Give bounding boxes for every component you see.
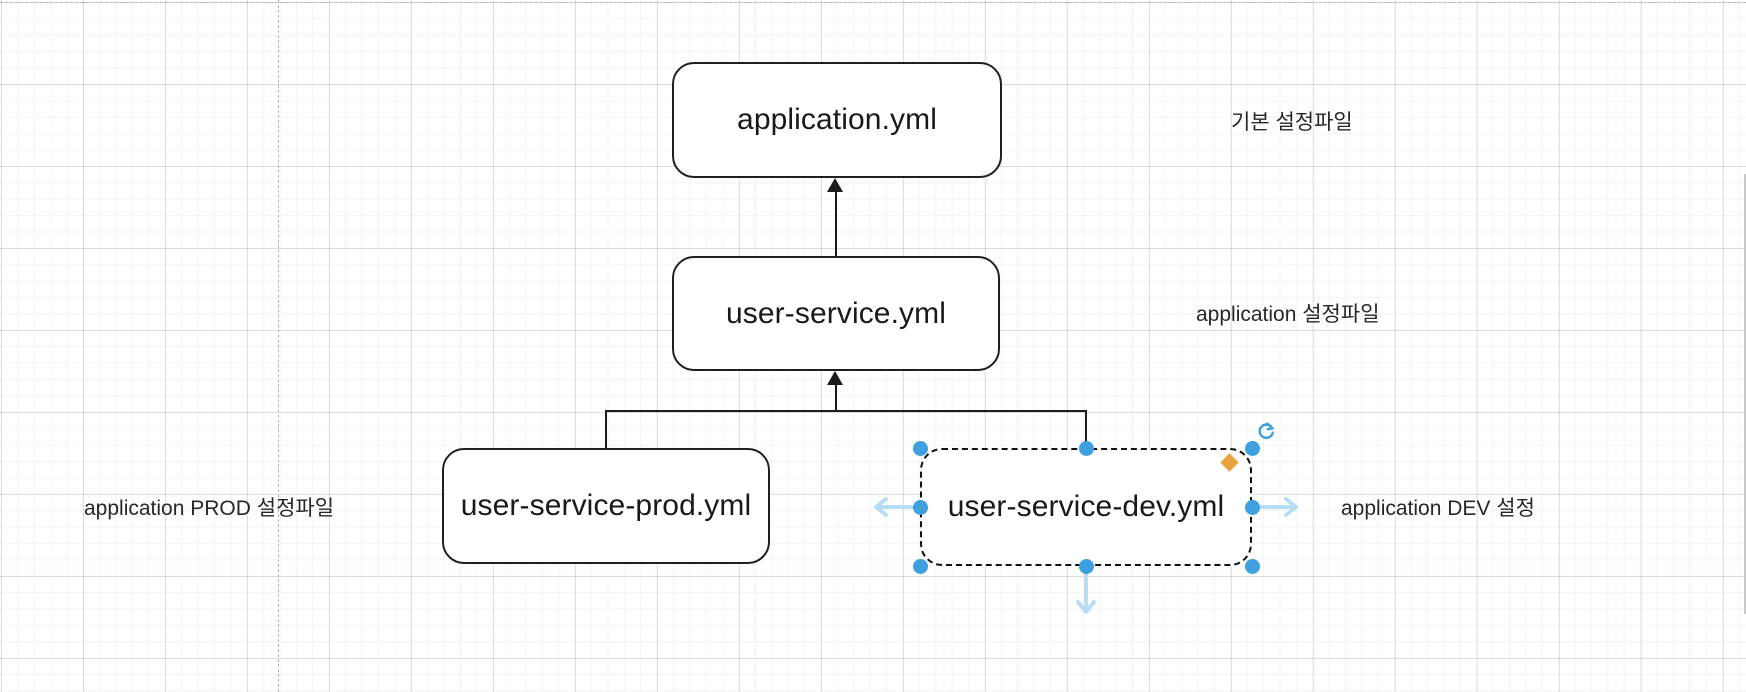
resize-handle-bottom-left[interactable] [912,558,928,574]
edge-prod-to-bus[interactable] [605,410,608,448]
edge-userservice-to-application[interactable] [835,192,838,256]
edge-horizontal-bus[interactable] [605,410,1087,413]
node-user-service-dev-yml[interactable]: user-service-dev.yml [920,448,1252,566]
rotate-icon[interactable] [1256,421,1276,441]
node-user-service-prod-yml[interactable]: user-service-prod.yml [442,448,770,564]
direction-arrow-down[interactable] [1073,572,1099,616]
resize-handle-top-right[interactable] [1244,440,1260,456]
arrowhead-to-userservice [826,371,843,385]
node-user-service-yml-label: user-service.yml [726,296,946,330]
arrowhead-to-application [826,178,843,192]
annotation-dev-config: application DEV 설정 [1341,497,1535,520]
resize-handle-bottom-right[interactable] [1244,558,1260,574]
resize-handle-top-left[interactable] [912,440,928,456]
direction-arrow-right[interactable] [1256,494,1300,520]
node-user-service-prod-yml-label: user-service-prod.yml [460,489,752,522]
node-user-service-yml[interactable]: user-service.yml [672,256,1000,371]
edge-dev-to-bus[interactable] [1085,410,1088,448]
page-boundary-guide-horizontal [0,2,1746,3]
page-boundary-guide-vertical [278,0,279,692]
annotation-basic-config: 기본 설정파일 [1231,111,1353,134]
resize-handle-top-center[interactable] [1078,440,1094,456]
node-user-service-dev-yml-label: user-service-dev.yml [947,490,1225,523]
resize-handle-middle-right[interactable] [1244,499,1260,515]
resize-handle-middle-left[interactable] [912,499,928,515]
resize-handle-bottom-center[interactable] [1078,558,1094,574]
node-application-yml[interactable]: application.yml [672,62,1002,178]
annotation-application-config: application 설정파일 [1196,303,1380,326]
direction-arrow-left[interactable] [872,494,916,520]
edge-stub-to-userservice[interactable] [835,385,838,411]
right-panel-divider [1744,174,1746,614]
annotation-prod-config: application PROD 설정파일 [84,497,335,520]
node-application-yml-label: application.yml [737,103,937,136]
